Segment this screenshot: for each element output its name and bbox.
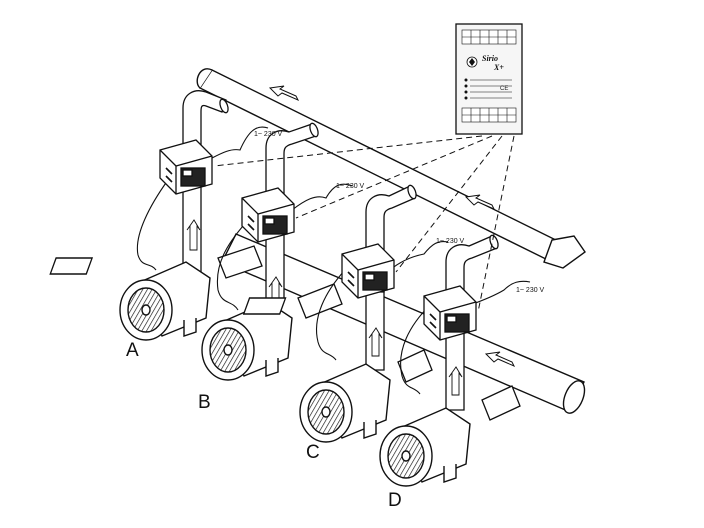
cables — [136, 126, 531, 395]
pump-motor-c — [299, 363, 391, 443]
flow-arrow-upper-1 — [268, 85, 300, 102]
pump-label-a: A — [126, 340, 139, 361]
controller-d — [423, 285, 477, 341]
pump-label-d: D — [388, 490, 402, 511]
voltage-label-b: 1~ 230 V — [336, 183, 365, 190]
upper-manifold — [196, 68, 586, 269]
flow-arrow-upper-2 — [464, 194, 496, 211]
panel-brand-line2: X+ — [493, 63, 504, 72]
voltage-label-a: 1~ 230 V — [254, 131, 283, 138]
suction-pipes — [217, 245, 521, 421]
panel-ce-mark: CE — [500, 86, 508, 92]
pump-motor-b — [201, 297, 293, 381]
voltage-label-c: 1~ 230 V — [436, 238, 465, 245]
signal-lines — [213, 135, 515, 313]
pump-motor-a — [49, 257, 211, 341]
pump-motor-d — [379, 407, 471, 487]
panel-indicator-rows — [464, 78, 512, 100]
controller-a — [159, 139, 213, 195]
controller-c — [341, 243, 395, 299]
control-panel: Sirio X+ CE — [455, 23, 523, 135]
pump-label-b: B — [198, 392, 211, 413]
flow-arrow-lower-1 — [484, 351, 516, 368]
controller-b — [241, 187, 295, 243]
voltage-label-d: 1~ 230 V — [516, 287, 545, 294]
panel-brand-line1: Sirio — [482, 54, 498, 63]
pump-label-c: C — [306, 442, 320, 463]
